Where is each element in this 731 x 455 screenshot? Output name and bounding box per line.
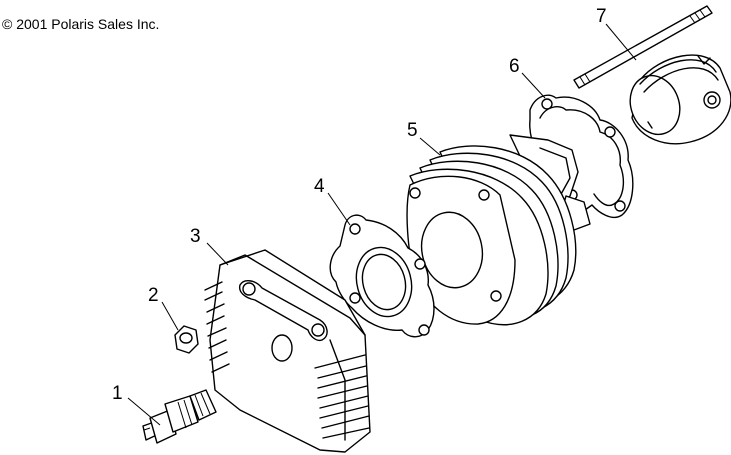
callout-1: 1 <box>112 383 123 404</box>
cylinder-part <box>406 134 591 326</box>
callout-4: 4 <box>314 176 325 197</box>
callout-3: 3 <box>190 226 201 247</box>
callout-7: 7 <box>596 6 607 27</box>
callout-5: 5 <box>407 120 418 141</box>
callout-2: 2 <box>148 285 159 306</box>
cylinder-head-part <box>204 249 371 453</box>
stud-part <box>573 5 713 89</box>
callout-6: 6 <box>509 56 520 77</box>
copyright-notice: © 2001 Polaris Sales Inc. <box>2 16 160 32</box>
callout-leaders <box>127 23 637 426</box>
head-gasket-part <box>329 214 435 338</box>
nut-part <box>174 325 199 354</box>
piston-part <box>629 54 731 145</box>
base-gasket-part <box>529 94 634 219</box>
spark-plug-part <box>142 389 217 444</box>
